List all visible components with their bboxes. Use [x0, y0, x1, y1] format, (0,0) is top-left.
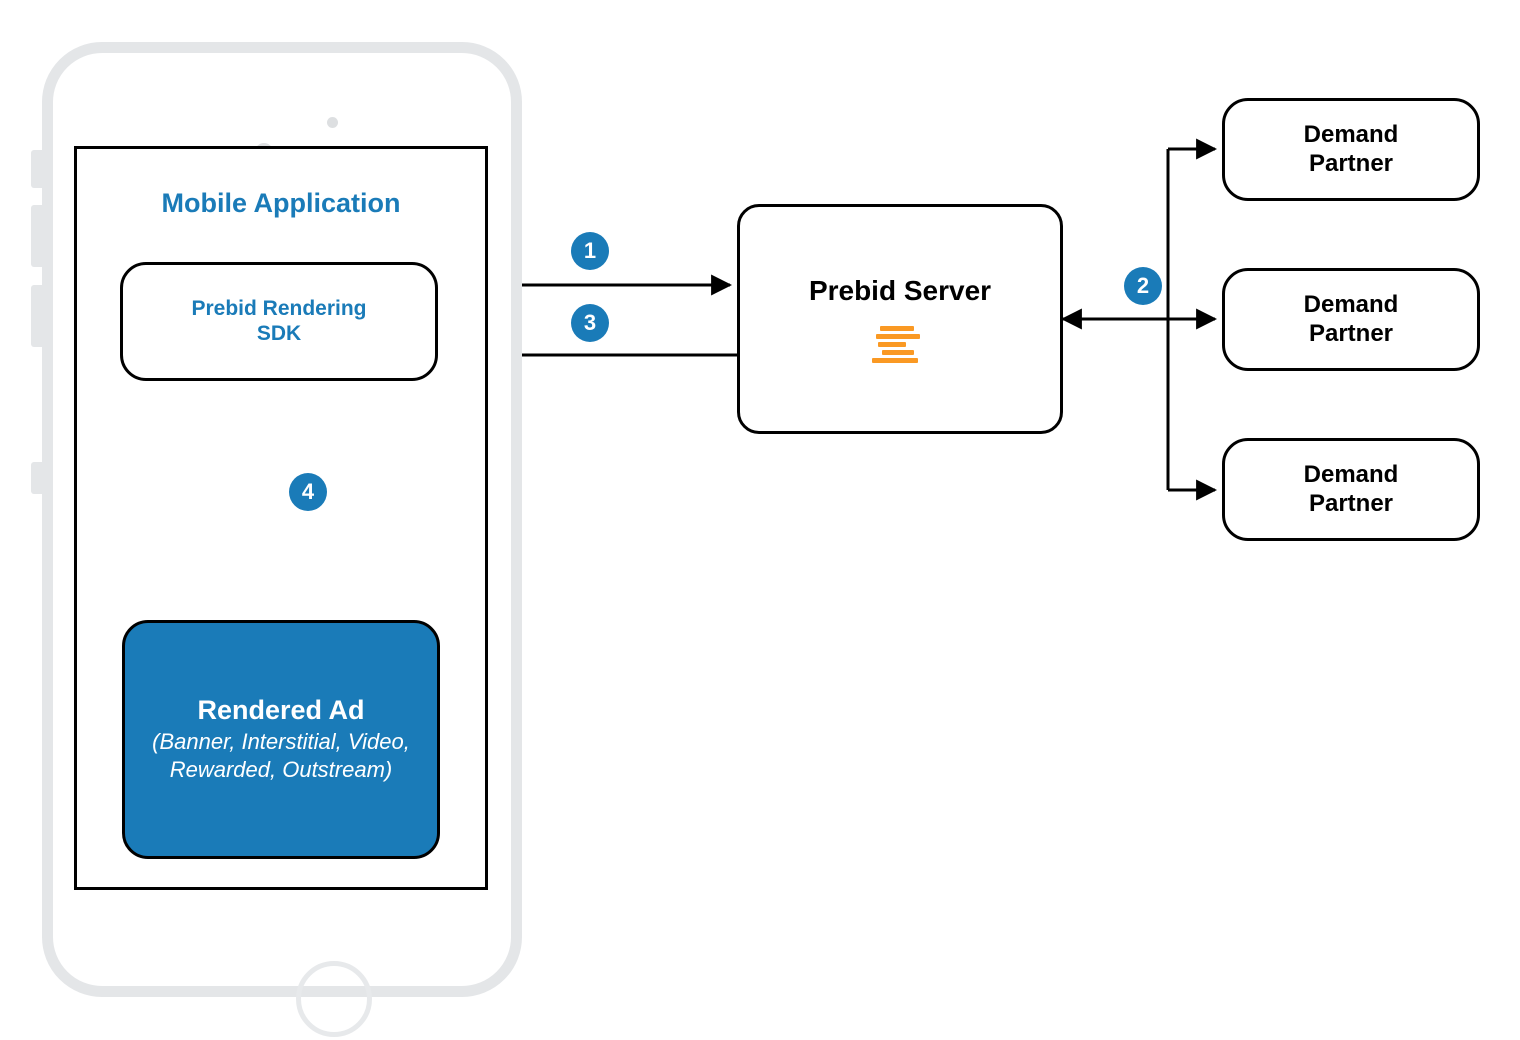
step-badge-3: 3 — [571, 304, 609, 342]
demand-partner-3-line-2: Partner — [1308, 489, 1394, 517]
demand-partner-label-1: Demand Partner — [1304, 121, 1399, 177]
demand-partner-box-2[interactable]: Demand Partner — [1222, 268, 1480, 371]
demand-partner-label-2: Demand Partner — [1304, 291, 1399, 347]
sdk-box-line-1: Prebid Rendering — [191, 296, 367, 320]
demand-partner-label-3: Demand Partner — [1304, 461, 1399, 517]
prebid-rendering-sdk-box[interactable]: Prebid Rendering SDK — [120, 262, 438, 381]
demand-partner-1-line-2: Partner — [1308, 149, 1394, 177]
demand-partner-2-line-1: Demand — [1303, 291, 1399, 319]
phone-volume-down-button[interactable] — [31, 285, 43, 347]
prebid-logo-icon — [872, 325, 928, 363]
phone-home-button[interactable] — [296, 961, 372, 1037]
demand-partner-2-line-2: Partner — [1308, 319, 1394, 347]
rendered-ad-subtitle-line-2: Rewarded, Outstream) — [169, 757, 393, 783]
rendered-ad-subtitle-line-1: (Banner, Interstitial, Video, — [152, 728, 410, 754]
step-badge-2: 2 — [1124, 267, 1162, 305]
demand-partner-box-1[interactable]: Demand Partner — [1222, 98, 1480, 201]
phone-silent-switch[interactable] — [31, 150, 43, 188]
phone-side-button[interactable] — [31, 462, 43, 494]
phone-volume-up-button[interactable] — [31, 205, 43, 267]
step-badge-1: 1 — [571, 232, 609, 270]
app-title: Mobile Application — [161, 188, 401, 218]
prebid-server-title: Prebid Server — [808, 275, 992, 307]
demand-partner-box-3[interactable]: Demand Partner — [1222, 438, 1480, 541]
step-badge-4: 4 — [289, 473, 327, 511]
sdk-box-label: Prebid Rendering SDK — [191, 297, 366, 346]
demand-partner-3-line-1: Demand — [1303, 461, 1399, 489]
prebid-server-box[interactable]: Prebid Server — [737, 204, 1063, 434]
rendered-ad-box[interactable]: Rendered Ad (Banner, Interstitial, Video… — [122, 620, 440, 859]
rendered-ad-subtitle: (Banner, Interstitial, Video, Rewarded, … — [152, 728, 410, 785]
rendered-ad-title: Rendered Ad — [197, 695, 365, 726]
sdk-box-line-2: SDK — [256, 321, 302, 345]
phone-sensor-icon — [327, 117, 338, 128]
demand-partner-1-line-1: Demand — [1303, 121, 1399, 149]
